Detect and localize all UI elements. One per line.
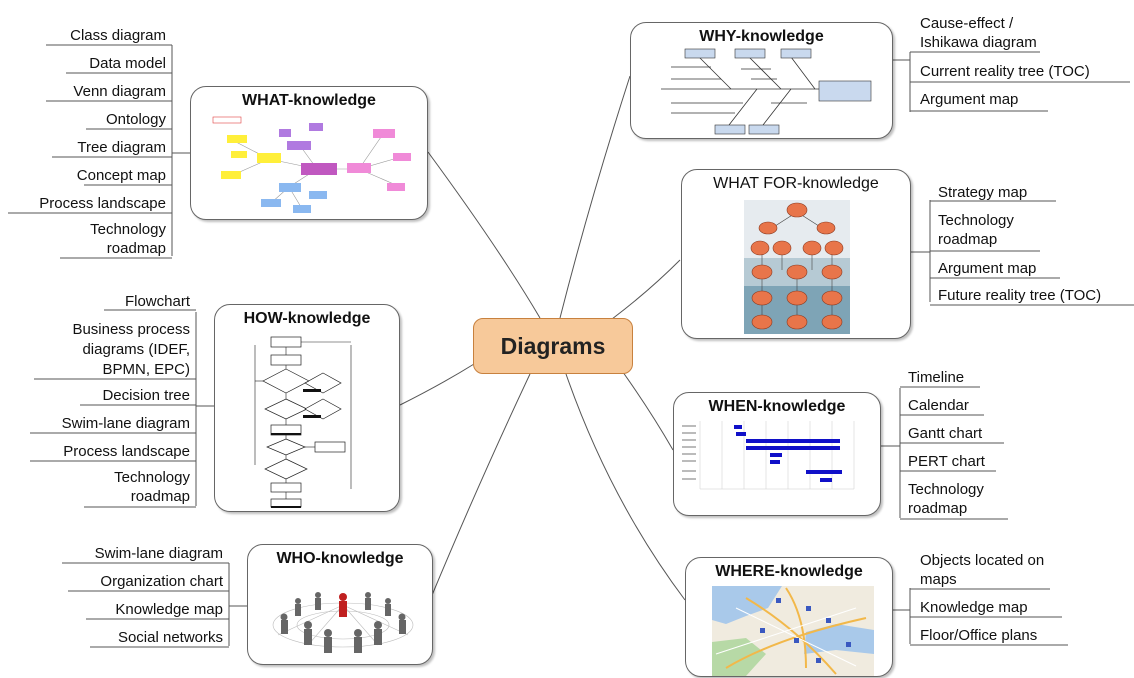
who-leaf-knowledge-map: Knowledge map xyxy=(115,601,223,618)
when-leaf-gantt-chart: Gantt chart xyxy=(908,425,983,442)
central-topic-label: Diagrams xyxy=(500,332,606,359)
how-leaf-technology-roadmap: Technology roadmap xyxy=(114,469,190,505)
what-for-knowledge-node: WHAT FOR-knowledge xyxy=(681,169,911,339)
when-knowledge-title: WHEN-knowledge xyxy=(708,398,846,415)
where-knowledge-node: WHERE-knowledge xyxy=(685,557,893,677)
what-leaf-process-landscape: Process landscape xyxy=(39,195,166,212)
how-knowledge-title: HOW-knowledge xyxy=(243,310,371,327)
concept-map-thumbnail xyxy=(212,116,411,213)
how-leaf-flowchart: Flowchart xyxy=(124,293,190,310)
who-leaf-social-networks: Social networks xyxy=(117,629,223,646)
where-leaf-floor-office-plans: Floor/Office plans xyxy=(920,627,1038,644)
what-leaf-ontology: Ontology xyxy=(105,111,166,128)
where-leaf-knowledge-map: Knowledge map xyxy=(920,599,1028,616)
who-leaf-organization-chart: Organization chart xyxy=(100,573,223,590)
who-knowledge-title: WHO-knowledge xyxy=(276,550,404,567)
when-leaf-technology-roadmap: Technology roadmap xyxy=(908,481,984,517)
what-for-leaf-strategy-map: Strategy map xyxy=(938,184,1028,201)
what-leaf-class-diagram: Class diagram xyxy=(70,27,166,44)
when-leaf-calendar: Calendar xyxy=(908,397,969,414)
map-thumbnail xyxy=(712,586,874,676)
why-knowledge-title: WHY-knowledge xyxy=(699,28,824,45)
what-for-leaf-technology-roadmap: Technology roadmap xyxy=(938,212,1014,248)
why-leaf-current-reality-tree: Current reality tree (TOC) xyxy=(920,63,1090,80)
flowchart-thumbnail xyxy=(254,336,352,508)
why-leaf-argument-map: Argument map xyxy=(920,91,1019,108)
how-leaf-process-landscape: Process landscape xyxy=(63,443,190,460)
gantt-thumbnail xyxy=(682,421,855,490)
when-leaf-timeline: Timeline xyxy=(908,369,965,386)
what-leaf-concept-map: Concept map xyxy=(76,167,166,184)
who-leaf-swim-lane-diagram: Swim-lane diagram xyxy=(94,545,223,562)
how-leaf-business-process-diagrams: Business process diagrams (IDEF, BPMN, E… xyxy=(72,321,190,378)
how-knowledge-node: HOW-knowledge xyxy=(214,304,400,512)
what-leaf-technology-roadmap: Technology roadmap xyxy=(90,221,166,257)
where-knowledge-title: WHERE-knowledge xyxy=(715,563,863,580)
who-knowledge-node: WHO-knowledge xyxy=(247,544,433,665)
how-leaf-swim-lane-diagram: Swim-lane diagram xyxy=(61,415,190,432)
when-knowledge-node: WHEN-knowledge xyxy=(673,392,881,516)
how-leaf-decision-tree: Decision tree xyxy=(102,387,190,404)
central-topic: Diagrams xyxy=(473,318,633,374)
ishikawa-thumbnail xyxy=(661,48,872,135)
what-for-knowledge-title: WHAT FOR-knowledge xyxy=(713,175,879,192)
what-leaf-venn-diagram: Venn diagram xyxy=(73,83,166,100)
why-knowledge-node: WHY-knowledge xyxy=(630,22,893,139)
social-network-thumbnail xyxy=(272,592,414,653)
what-leaf-tree-diagram: Tree diagram xyxy=(77,139,166,156)
what-for-leaf-future-reality-tree: Future reality tree (TOC) xyxy=(938,287,1102,304)
where-leaf-objects-on-maps: Objects located on maps xyxy=(920,552,1045,588)
when-leaf-pert-chart: PERT chart xyxy=(908,453,985,470)
what-leaf-data-model: Data model xyxy=(89,55,166,72)
what-knowledge-title: WHAT-knowledge xyxy=(242,92,376,109)
strategy-map-thumbnail xyxy=(744,200,850,334)
why-leaf-cause-effect-ishikawa: Cause-effect / Ishikawa diagram xyxy=(920,15,1037,51)
what-knowledge-node: WHAT-knowledge xyxy=(190,86,428,220)
what-for-leaf-argument-map: Argument map xyxy=(938,260,1037,277)
